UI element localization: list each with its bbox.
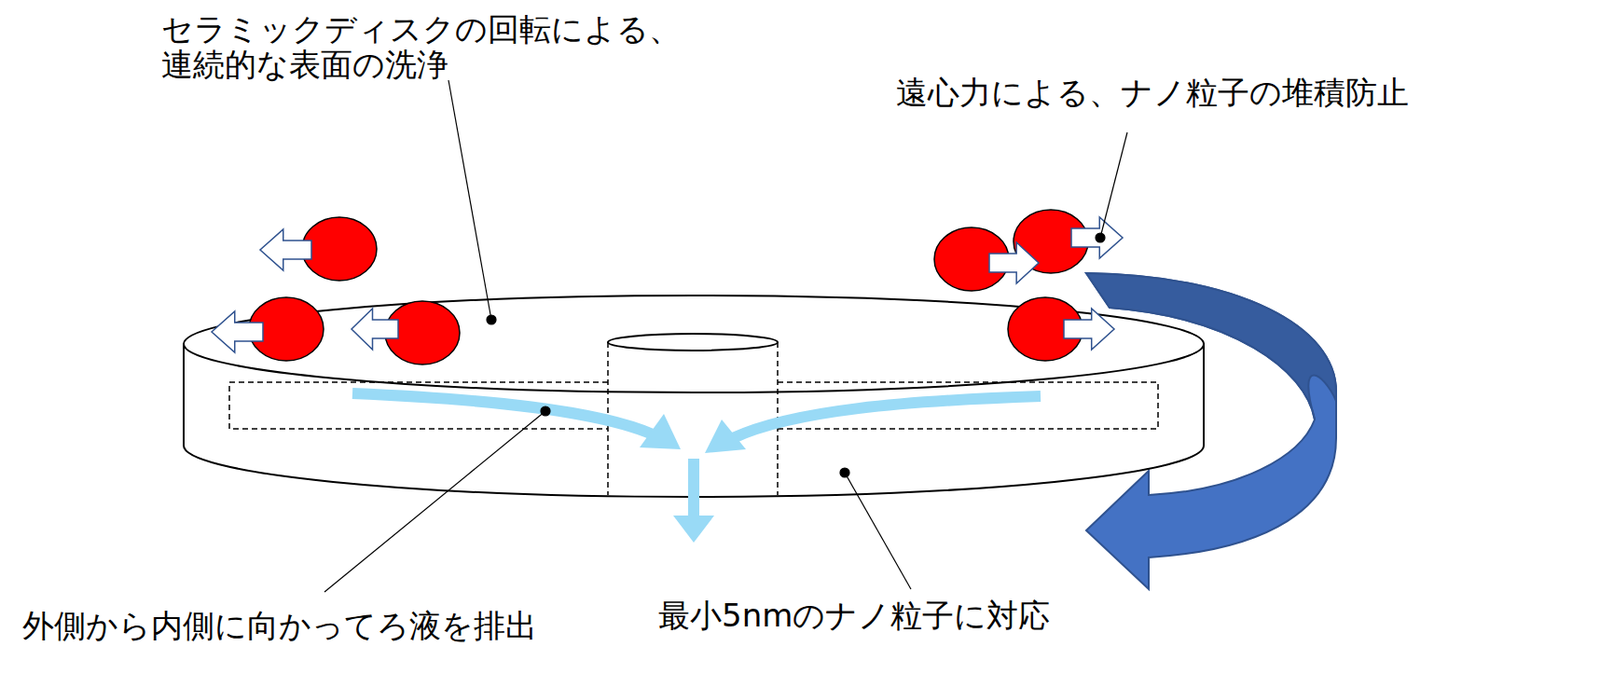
- filtrate-channel: [777, 382, 1159, 429]
- flow-arrows: [352, 393, 1041, 518]
- callout-label: 遠心力による、ナノ粒子の堆積防止: [896, 74, 1409, 111]
- hub-top: [607, 333, 778, 351]
- nanoparticle: [302, 217, 377, 281]
- centrifugal-arrow: [260, 229, 312, 271]
- callout-label: セラミックディスクの回転による、 連続的な表面の洗浄: [161, 11, 693, 83]
- leader-lines: [324, 80, 1128, 593]
- centrifugal-arrow: [211, 311, 263, 353]
- callout-label: 最小5nmのナノ粒子に対応: [658, 597, 1050, 634]
- ceramic-disk-top: [183, 295, 1204, 393]
- flow-arrowheads: [639, 413, 746, 543]
- centrifugal-arrow: [1063, 308, 1115, 350]
- centrifugal-arrow: [989, 242, 1039, 284]
- centrifugal-arrow: [351, 308, 399, 350]
- callout-label: 外側から内側に向かってろ液を排出: [22, 607, 538, 644]
- centrifugal-arrow: [1071, 217, 1123, 259]
